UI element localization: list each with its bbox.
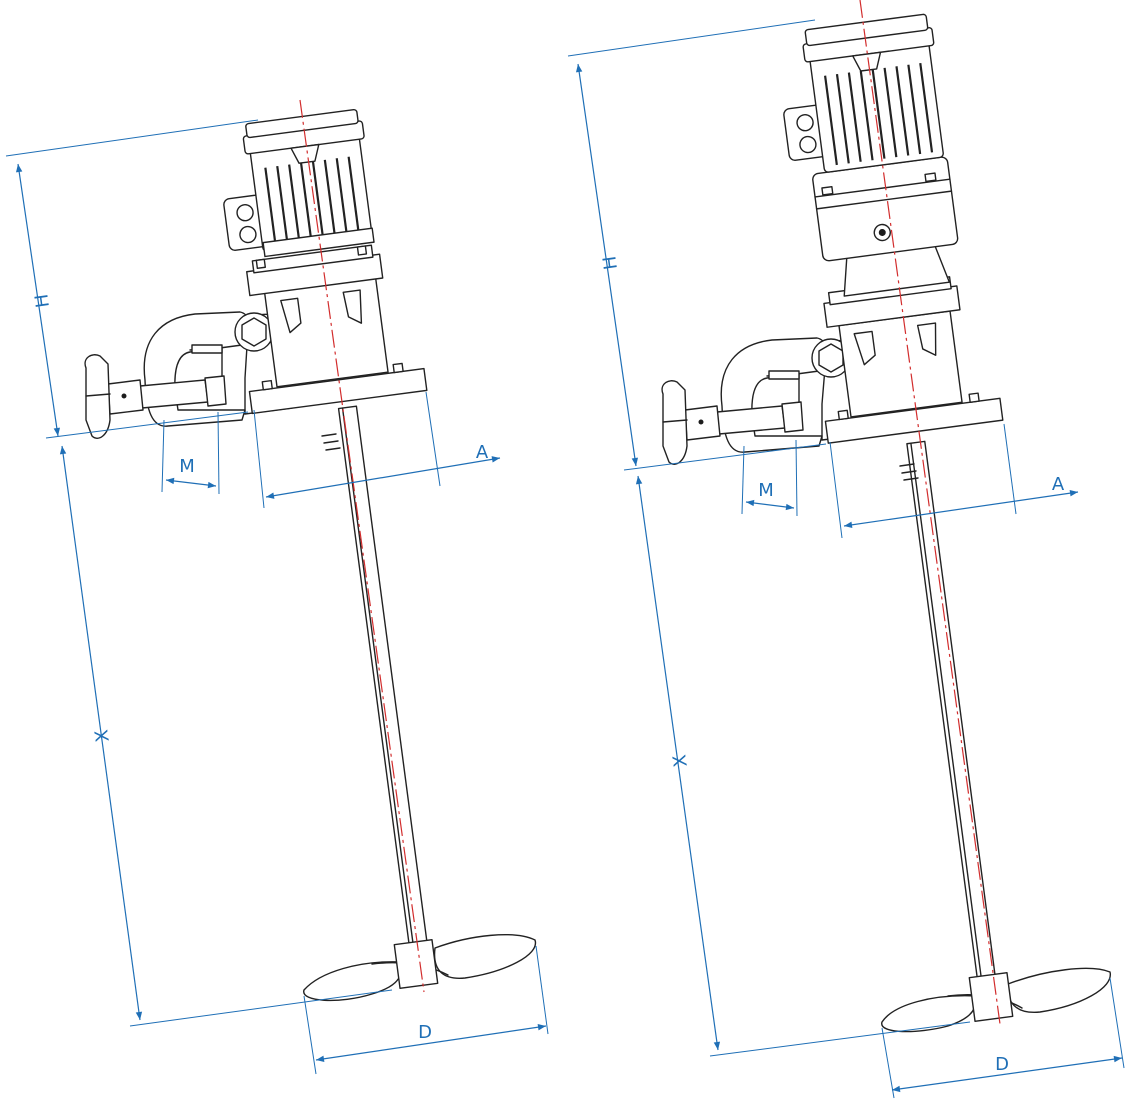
dim-right-shaft-length: X bbox=[635, 475, 971, 1057]
mixer-left-clamp bbox=[84, 311, 301, 439]
mixer-right-lantern bbox=[823, 276, 963, 418]
dim-left-flange: A bbox=[253, 391, 501, 509]
mixer-right: H X M A D bbox=[567, 0, 1125, 1099]
dim-left-height: H bbox=[5, 119, 259, 439]
mixer-right-impeller bbox=[881, 967, 1111, 1033]
dim-right-height: H bbox=[567, 19, 827, 471]
dim-right-flange: A bbox=[829, 423, 1079, 539]
dim-right-impeller: D bbox=[881, 977, 1125, 1099]
mixer-right-gearbox bbox=[812, 156, 959, 297]
mixer-left-shaft-marks bbox=[321, 433, 341, 451]
dim-right-clamp-opening-label: M bbox=[758, 480, 774, 501]
dim-left-height-label: H bbox=[31, 293, 54, 309]
mixer-left-lantern bbox=[246, 244, 389, 388]
dim-right-impeller-label: D bbox=[995, 1054, 1009, 1075]
dim-left-shaft-length: X bbox=[59, 445, 393, 1027]
dim-left-impeller-label: D bbox=[418, 1022, 432, 1043]
dim-right-clamp-opening: M bbox=[741, 439, 798, 517]
mixer-right-shaft-marks bbox=[899, 463, 919, 481]
dim-left-clamp-opening: M bbox=[161, 411, 220, 495]
dim-right-flange-label: A bbox=[1052, 474, 1065, 495]
mixer-right-flange bbox=[824, 392, 1004, 444]
mixer-left: H X M A D bbox=[5, 99, 549, 1075]
dim-left-clamp-opening-label: M bbox=[179, 456, 195, 477]
mixer-left-shaft bbox=[337, 405, 431, 965]
mixer-left-centerline bbox=[299, 99, 425, 993]
mixer-left-impeller bbox=[303, 934, 537, 1002]
dim-left-flange-label: A bbox=[476, 442, 489, 463]
dim-left-shaft-length-label: X bbox=[91, 728, 114, 743]
mixer-right-shaft bbox=[906, 440, 999, 1000]
mixer-left-motor bbox=[223, 108, 375, 258]
mixer-left-flange bbox=[248, 362, 428, 415]
dim-left-impeller: D bbox=[303, 945, 549, 1075]
mixer-right-motor bbox=[783, 13, 944, 173]
dim-right-height-label: H bbox=[599, 255, 622, 271]
dim-right-shaft-length-label: X bbox=[669, 753, 692, 768]
